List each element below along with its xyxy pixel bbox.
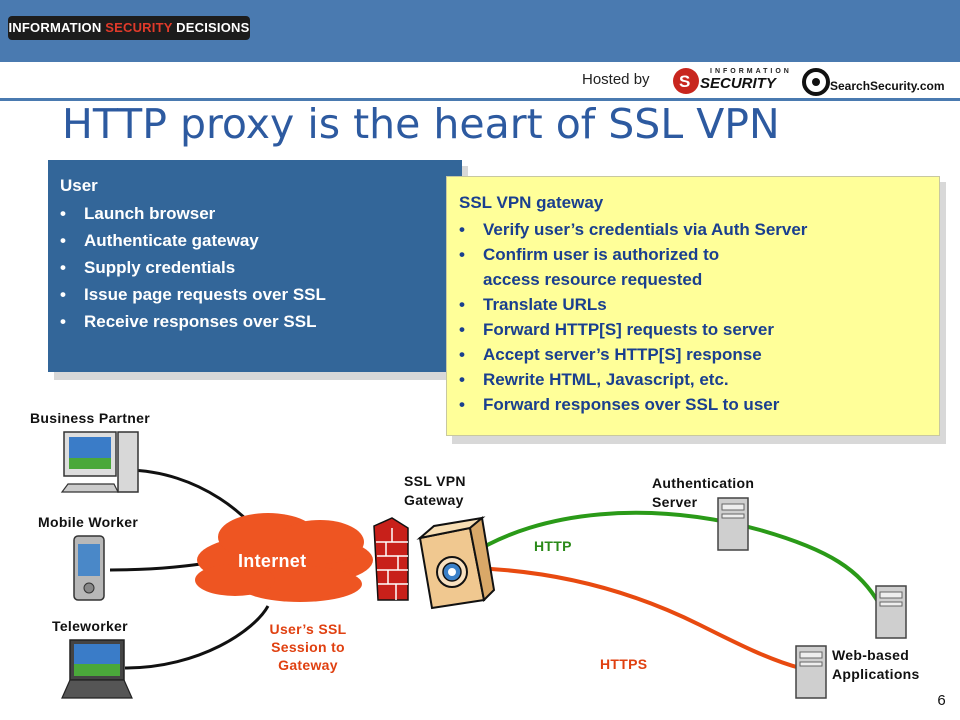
gateway-label: SSL VPN Gateway — [404, 473, 466, 508]
authentication-server-label: Authentication Server — [652, 475, 755, 510]
page-number: 6 — [937, 692, 946, 709]
web-server-icon-2 — [795, 645, 827, 699]
business-partner-label: Business Partner — [30, 410, 150, 426]
hosted-by-label: Hosted by — [582, 71, 650, 88]
slide-title: HTTP proxy is the heart of SSL VPN — [62, 100, 780, 148]
svg-text:INFORMATION: INFORMATION — [710, 68, 792, 75]
web-applications-label: Web-based Applications — [832, 647, 920, 682]
mobile-worker-label: Mobile Worker — [38, 514, 139, 530]
list-item: Translate URLs — [459, 292, 939, 317]
list-item: Authenticate gateway — [60, 227, 462, 254]
information-security-logo: INFORMATION S SECURITY — [673, 68, 792, 94]
list-item: Verify user’s credentials via Auth Serve… — [459, 217, 939, 242]
desktop-computer-icon — [60, 431, 139, 493]
list-item: Supply credentials — [60, 254, 462, 281]
header-rule — [0, 98, 960, 101]
ssl-session-label: User’s SSL Session to Gateway — [269, 621, 347, 673]
user-box: User Launch browser Authenticate gateway… — [48, 160, 462, 372]
gateway-appliance-icon — [416, 516, 496, 610]
teleworker-label: Teleworker — [52, 618, 128, 634]
gateway-steps-list: Verify user’s credentials via Auth Serve… — [459, 217, 939, 417]
svg-text:SearchSecurity.com: SearchSecurity.com — [830, 79, 945, 93]
searchsecurity-logo: SearchSecurity.com — [802, 68, 945, 96]
list-item: Accept server’s HTTP[S] response — [459, 342, 939, 367]
web-server-icon-1 — [875, 585, 907, 639]
line-teleworker — [124, 605, 270, 670]
authentication-server-icon — [717, 497, 749, 551]
http-line — [468, 510, 882, 606]
laptop-icon — [61, 639, 133, 699]
list-item: Receive responses over SSL — [60, 308, 462, 335]
https-line — [469, 566, 801, 670]
list-item: Issue page requests over SSL — [60, 281, 462, 308]
firewall-icon — [373, 517, 409, 601]
list-item-continuation: access resource requested — [483, 270, 703, 289]
internet-cloud — [195, 513, 373, 602]
list-item: Forward HTTP[S] requests to server — [459, 317, 939, 342]
https-label: HTTPS — [600, 656, 648, 672]
list-item: Launch browser — [60, 200, 462, 227]
svg-text:S: S — [679, 72, 690, 91]
list-item: Rewrite HTML, Javascript, etc. — [459, 367, 939, 392]
event-badge: INFORMATION SECURITY DECISIONS — [8, 16, 250, 40]
http-label: HTTP — [534, 538, 572, 554]
user-box-title: User — [60, 176, 98, 195]
internet-label: Internet — [238, 551, 307, 571]
pda-icon — [73, 535, 105, 601]
list-item: Forward responses over SSL to user — [459, 392, 939, 417]
svg-text:SECURITY: SECURITY — [700, 75, 778, 92]
gateway-box-title: SSL VPN gateway — [459, 193, 604, 212]
gateway-box: SSL VPN gateway Verify user’s credential… — [446, 176, 940, 436]
user-steps-list: Launch browser Authenticate gateway Supp… — [60, 200, 462, 335]
